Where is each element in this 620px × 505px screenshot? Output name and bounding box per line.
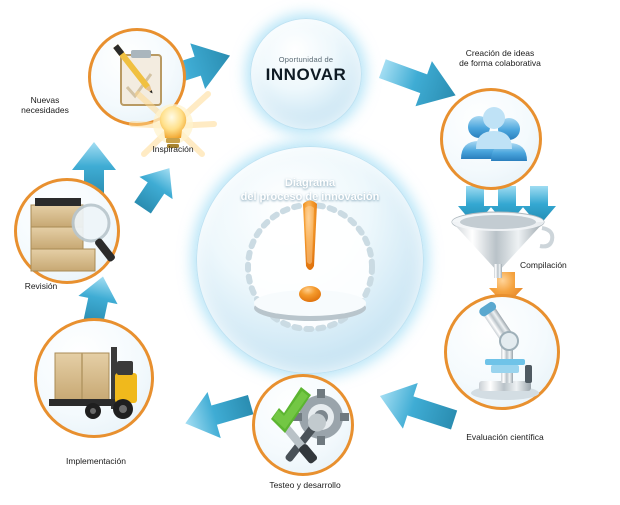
node-testeo-desarrollo[interactable] <box>252 374 354 476</box>
hub-title: Diagrama del proceso de innovación <box>0 176 620 204</box>
node-evaluacion-cientifica[interactable] <box>444 294 560 410</box>
clipboard-pencil-icon <box>113 44 162 106</box>
hub-title-line2: del proceso de innovación <box>240 191 380 203</box>
funnel-icon <box>451 211 555 278</box>
label-nuevas-necesidades-line2: necesidades <box>21 105 69 115</box>
forklift-box-icon <box>49 347 137 419</box>
label-creacion-ideas-line2: de forma colaborativa <box>459 58 541 68</box>
node-creacion-ideas[interactable] <box>440 88 542 190</box>
arrow-evaluation-to-testing <box>379 383 458 430</box>
exclamation-mark-icon <box>299 200 321 302</box>
label-revision: Revisión <box>24 281 58 291</box>
arrow-opportunity-to-ideas <box>378 59 456 107</box>
label-compilacion: Compilación <box>520 260 567 270</box>
checkmark-gear-tools-icon <box>271 387 349 464</box>
label-nuevas-necesidades: Nuevas necesidades <box>4 95 86 115</box>
node-oportunidad-innovar-small: Oportunidad de <box>278 55 334 64</box>
node-implementacion[interactable] <box>34 318 154 438</box>
arrow-inspiration-to-needs <box>72 142 116 196</box>
node-oportunidad-innovar[interactable]: Oportunidad de INNOVAR <box>250 18 362 130</box>
label-nuevas-necesidades-line1: Nuevas <box>30 95 60 105</box>
boxes-magnifier-icon <box>30 198 115 272</box>
checkmark-icon <box>271 387 311 433</box>
arrow-review-to-inspiration <box>134 168 173 214</box>
node-compilacion[interactable] <box>444 211 570 280</box>
label-inspiracion: Inspiración <box>152 144 194 154</box>
node-oportunidad-innovar-big: INNOVAR <box>265 65 347 84</box>
label-implementacion: Implementación <box>65 456 126 466</box>
people-group-icon <box>461 107 527 161</box>
label-creacion-ideas-line1: Creación de ideas <box>465 48 535 58</box>
arrow-funnel-to-evaluation <box>489 272 523 306</box>
hub-title-line1: Diagrama <box>284 177 336 189</box>
label-evaluacion-cientifica: Evaluación científica <box>466 432 544 442</box>
magnifier-icon <box>71 203 115 262</box>
label-creacion-ideas: Creación de ideas de forma colaborativa <box>420 48 580 68</box>
node-revision[interactable] <box>14 178 120 284</box>
arrow-implementation-to-review <box>78 276 118 326</box>
node-inspiracion[interactable] <box>129 88 217 164</box>
arrow-testing-to-implementation <box>185 392 254 439</box>
microscope-icon <box>471 301 539 400</box>
screwdriver-icon <box>283 425 318 464</box>
label-testeo-desarrollo: Testeo y desarrollo <box>269 480 341 490</box>
lightbulb-icon <box>129 91 217 157</box>
